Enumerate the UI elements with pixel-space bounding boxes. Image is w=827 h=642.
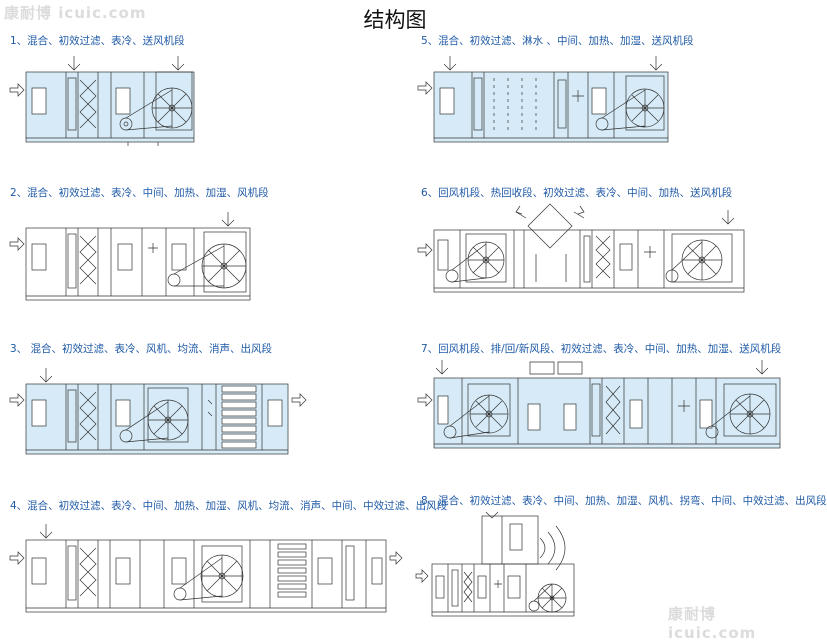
caption-7: 7、回风机段、排/回/新风段、初效过滤、表冷、中间、加热、加湿、送风机段 [421, 343, 782, 355]
caption-6: 6、回风机段、热回收段、初效过滤、表冷、中间、加热、送风机段 [421, 187, 733, 199]
ahu-diagram-6 [417, 203, 745, 293]
watermark-bottom: 康耐博 icuic.com [668, 605, 757, 642]
watermark-top: 康耐博 icuic.com [4, 4, 147, 22]
ahu-diagram-7 [417, 360, 781, 449]
ahu-diagram-1 [9, 56, 195, 146]
caption-3: 3、 混合、初效过滤、表冷、风机、均流、消声、出风段 [10, 343, 273, 355]
ahu-diagram-5 [417, 56, 669, 143]
caption-4: 4、混合、初效过滤、表冷、中间、加热、加湿、风机、均流、消声、中间、中效过滤、出… [10, 500, 448, 512]
caption-1: 1、混合、初效过滤、表冷、送风机段 [10, 35, 185, 47]
ahu-diagram-3 [9, 368, 307, 455]
caption-5: 5、混合、初效过滤、淋水 、中间、加热、加湿、送风机段 [421, 35, 694, 47]
caption-8: 8、混合、初效过滤、表冷、中间、加热、加湿、风机、拐弯、中间、中效过滤、出风段 [421, 495, 827, 507]
page-title: 结构图 [363, 8, 427, 32]
ahu-diagram-2 [9, 212, 251, 301]
caption-2: 2、混合、初效过滤、表冷、中间、加热、加湿、风机段 [10, 187, 269, 199]
ahu-diagram-8 [415, 511, 575, 617]
ahu-diagram-4 [9, 524, 403, 613]
